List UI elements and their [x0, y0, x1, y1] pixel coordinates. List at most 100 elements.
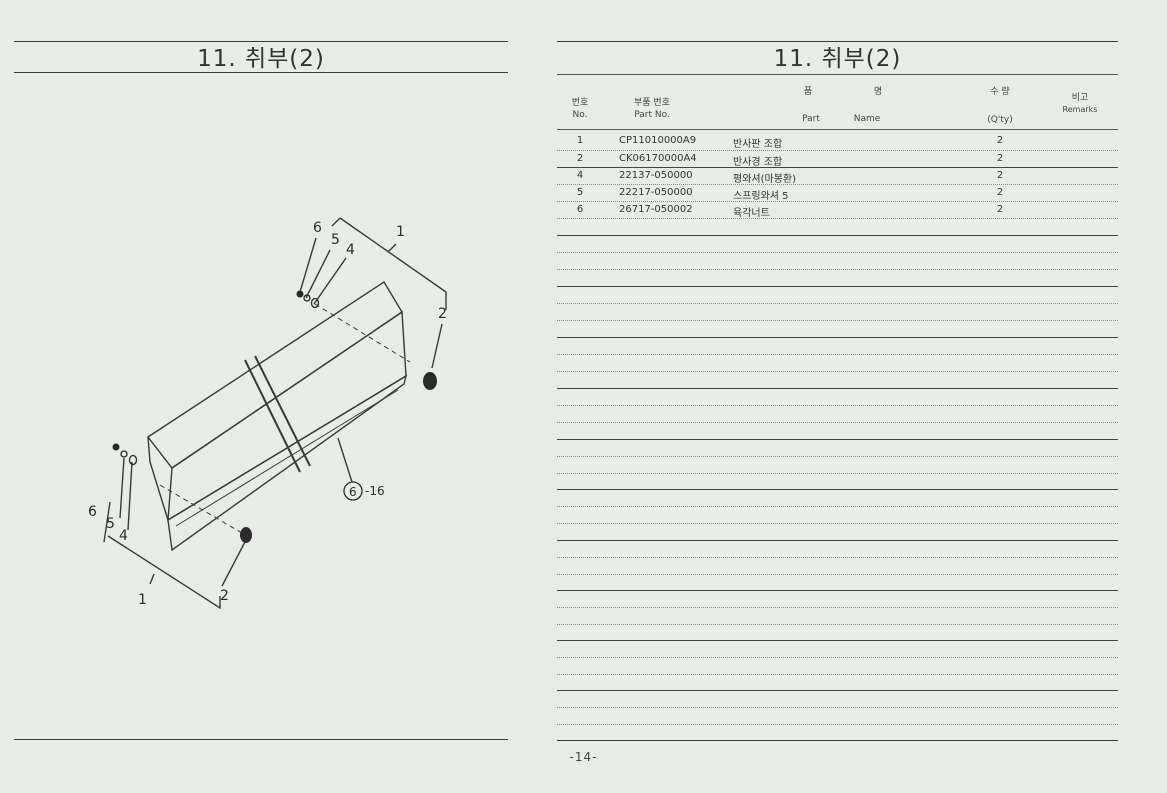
- table-row: 4 22137-050000 평와셔(마봉환) 2: [557, 168, 1118, 185]
- cell-no: 2: [576, 153, 584, 164]
- reflector-ridge: [175, 389, 399, 527]
- header-no-kr: 번호: [571, 98, 589, 108]
- cell-qty: 2: [996, 153, 1004, 164]
- cell-qty: 2: [996, 187, 1004, 198]
- table-row: 1 CP11010000A9 반사판 조합 2: [557, 133, 1118, 150]
- cell-part-no: 22137-050000: [619, 170, 693, 181]
- cell-name: 스프링와셔 5: [733, 191, 789, 202]
- right-title-rule-bottom: [557, 74, 1118, 75]
- lower-bracket: [107, 535, 221, 610]
- header-name-kr-1: 품: [803, 87, 813, 97]
- header-qty-kr: 수 량: [990, 87, 1010, 97]
- callout-2-lower: 2: [220, 588, 229, 604]
- callout-1-lower: 1: [138, 592, 147, 608]
- row-divider: [557, 607, 1118, 608]
- header-qty-en: (Q'ty): [987, 115, 1013, 125]
- exploded-assembly-diagram: 6 5 4 1 2 6 5 4 1 2 6 -16: [88, 217, 447, 610]
- block-rule: [557, 388, 1118, 389]
- cell-name: 평와셔(마봉환): [733, 174, 797, 185]
- block-rule: [557, 690, 1118, 691]
- header-part-no: 부품 번호 Part No.: [612, 97, 692, 121]
- nut-upper-icon: [296, 290, 304, 298]
- left-page-title: 11. 취부(2): [197, 46, 325, 72]
- cell-name: 반사판 조합: [733, 139, 783, 150]
- row-divider: [557, 506, 1118, 507]
- page-number: -14-: [569, 750, 598, 764]
- callout-ref-circle: 6: [349, 485, 357, 499]
- leader-2b: [221, 539, 247, 587]
- right-bottom-rule: [557, 740, 1118, 741]
- cell-qty: 2: [996, 170, 1004, 181]
- table-header-rule: [557, 129, 1118, 130]
- cell-qty: 2: [996, 135, 1004, 146]
- cell-name: 반사경 조합: [733, 157, 783, 168]
- row-divider: [557, 724, 1118, 725]
- row-divider: [557, 184, 1118, 185]
- callout-4-upper: 4: [346, 242, 355, 258]
- nut-lower-icon: [112, 443, 120, 451]
- flat-washer-lower-icon: [128, 454, 138, 466]
- row-divider: [557, 150, 1118, 151]
- callout-ref-suffix: -16: [365, 484, 385, 498]
- header-remarks: 비고 Remarks: [1052, 92, 1108, 116]
- mounting-strap: [244, 355, 311, 473]
- row-divider: [557, 405, 1118, 406]
- row-divider: [557, 303, 1118, 304]
- assembly-line-top: [314, 303, 411, 363]
- row-divider: [557, 674, 1118, 675]
- callout-5-lower: 5: [106, 516, 115, 532]
- mirror-knob-right-icon: [423, 372, 437, 390]
- cell-no: 5: [576, 187, 584, 198]
- leader-4b: [127, 461, 133, 531]
- table-row: 2 CK06170000A4 반사경 조합 2: [557, 151, 1118, 168]
- left-title-rule-top: [14, 41, 508, 42]
- callout-6-lower: 6: [88, 504, 97, 520]
- row-divider: [557, 657, 1118, 658]
- flat-washer-upper-icon: [310, 297, 320, 309]
- row-divider: [557, 167, 1118, 168]
- row-divider: [557, 371, 1118, 372]
- leader-6b: [103, 501, 111, 543]
- header-remarks-kr: 비고: [1071, 93, 1089, 103]
- cell-part-no: CP11010000A9: [619, 135, 697, 146]
- ref-circle: [343, 481, 363, 501]
- header-part-kr: 부품 번호: [634, 98, 670, 108]
- row-divider: [557, 269, 1118, 270]
- block-rule: [557, 540, 1118, 541]
- leader-ref-16: [337, 437, 353, 483]
- leader-5a: [305, 249, 331, 299]
- cell-name: 육각너트: [733, 208, 770, 219]
- row-divider: [557, 422, 1118, 423]
- block-rule: [557, 590, 1118, 591]
- spring-washer-lower-icon: [120, 450, 128, 458]
- cell-part-no: CK06170000A4: [619, 153, 697, 164]
- reflector-left-end: [147, 436, 169, 521]
- cell-qty: 2: [996, 204, 1004, 215]
- leader-2a: [431, 323, 443, 369]
- table-row: 6 26717-050002 육각너트 2: [557, 202, 1118, 219]
- callout-1-upper: 1: [396, 224, 405, 240]
- cell-part-no: 26717-050002: [619, 204, 693, 215]
- cell-part-no: 22217-050000: [619, 187, 693, 198]
- header-name-en-1: Part: [802, 114, 820, 124]
- mirror-knob-left-icon: [240, 527, 252, 543]
- right-page-title: 11. 취부(2): [773, 46, 902, 72]
- header-name-en-2: Name: [853, 114, 881, 124]
- block-rule: [557, 337, 1118, 338]
- block-rule: [557, 286, 1118, 287]
- callout-4-lower: 4: [119, 528, 128, 544]
- row-divider: [557, 320, 1118, 321]
- callout-5-upper: 5: [331, 232, 340, 248]
- block-rule: [557, 489, 1118, 490]
- table-row: 5 22217-050000 스프링와셔 5 2: [557, 185, 1118, 202]
- leader-1b: [149, 573, 155, 585]
- block-rule: [557, 235, 1118, 236]
- upper-bracket: [339, 217, 447, 310]
- row-divider: [557, 574, 1118, 575]
- left-bottom-rule: [14, 739, 508, 740]
- block-rule: [557, 439, 1118, 440]
- row-divider: [557, 456, 1118, 457]
- cell-no: 6: [576, 204, 584, 215]
- row-divider: [557, 252, 1118, 253]
- row-divider: [557, 354, 1118, 355]
